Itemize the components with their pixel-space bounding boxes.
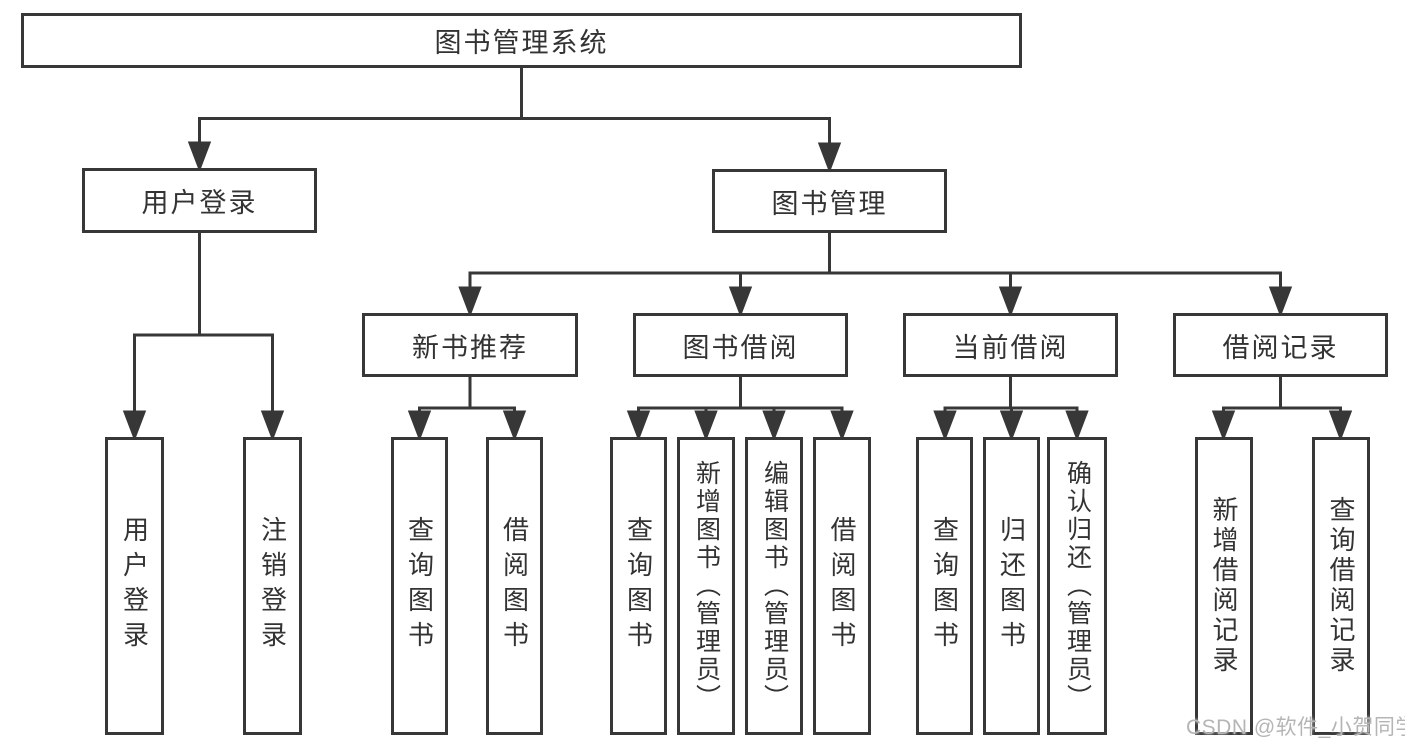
arrowhead bbox=[1211, 410, 1236, 442]
arrowhead-book-management bbox=[817, 142, 842, 174]
node-query-books-borrowing: 查询图书 bbox=[610, 437, 667, 735]
arrowhead bbox=[830, 410, 854, 442]
arrowhead bbox=[626, 410, 651, 442]
node-borrow-books-borrowing: 借阅图书 bbox=[813, 437, 871, 735]
arrowhead bbox=[122, 410, 147, 442]
node-library-management-system: 图书管理系统 bbox=[21, 13, 1022, 68]
node-add-borrow-record-label: 新增借阅记录 bbox=[1209, 496, 1239, 676]
node-query-books-recommend-label: 查询图书 bbox=[404, 516, 435, 656]
arrowhead bbox=[1328, 410, 1353, 442]
node-query-borrow-record-label: 查询借阅记录 bbox=[1326, 496, 1356, 676]
node-confirm-return-admin-label: 确认归还（管理员） bbox=[1063, 460, 1092, 712]
node-book-borrowing-label: 图书借阅 bbox=[682, 332, 799, 363]
node-return-books: 归还图书 bbox=[983, 437, 1040, 735]
connector-root-to-level2 bbox=[187, 68, 842, 174]
node-borrow-books-borrowing-label: 借阅图书 bbox=[827, 516, 857, 656]
arrowhead bbox=[458, 286, 482, 318]
node-library-management-system-label: 图书管理系统 bbox=[434, 28, 609, 58]
connector-borrowing-records-children bbox=[1211, 377, 1353, 442]
node-add-borrow-record: 新增借阅记录 bbox=[1195, 437, 1253, 735]
node-confirm-return-admin: 确认归还（管理员） bbox=[1047, 437, 1107, 735]
arrowhead-user-login bbox=[187, 141, 212, 173]
csdn-watermark: CSDN @软件_小贺同学 bbox=[1186, 716, 1405, 739]
node-query-books-recommend: 查询图书 bbox=[391, 437, 448, 735]
arrowhead bbox=[933, 410, 957, 442]
arrowhead bbox=[762, 410, 786, 442]
arrowhead bbox=[502, 410, 527, 442]
arrowhead bbox=[728, 286, 753, 318]
arrowhead bbox=[1065, 410, 1089, 442]
node-user-login-action: 用户登录 bbox=[105, 437, 164, 735]
node-book-management: 图书管理 bbox=[712, 169, 947, 233]
node-user-login: 用户登录 bbox=[82, 168, 317, 233]
arrowhead bbox=[407, 410, 432, 442]
node-query-books-borrowing-label: 查询图书 bbox=[623, 516, 654, 656]
node-logout-action: 注销登录 bbox=[243, 437, 302, 735]
node-edit-books-admin: 编辑图书（管理员） bbox=[745, 437, 803, 735]
node-return-books-label: 归还图书 bbox=[996, 516, 1027, 656]
node-borrow-books-recommend-label: 借阅图书 bbox=[499, 516, 530, 656]
node-add-books-admin-label: 新增图书（管理员） bbox=[692, 460, 721, 712]
node-query-books-current: 查询图书 bbox=[916, 437, 973, 735]
node-current-borrowing: 当前借阅 bbox=[903, 313, 1118, 377]
node-add-books-admin: 新增图书（管理员） bbox=[677, 437, 735, 735]
connector-user-login-children bbox=[122, 233, 285, 442]
connector-book-borrowing-children bbox=[626, 377, 854, 442]
node-logout-action-label: 注销登录 bbox=[257, 516, 288, 656]
node-query-books-current-label: 查询图书 bbox=[929, 516, 960, 656]
connector-book-management-children bbox=[458, 233, 1293, 318]
node-borrow-books-recommend: 借阅图书 bbox=[486, 437, 543, 735]
node-new-book-recommendation-label: 新书推荐 bbox=[412, 332, 528, 363]
node-new-book-recommendation: 新书推荐 bbox=[362, 313, 578, 377]
connector-new-book-recommendation-children bbox=[407, 377, 527, 442]
arrowhead bbox=[260, 410, 285, 442]
node-borrowing-records: 借阅记录 bbox=[1173, 313, 1388, 377]
arrowhead bbox=[999, 410, 1024, 442]
node-edit-books-admin-label: 编辑图书（管理员） bbox=[760, 460, 789, 712]
node-current-borrowing-label: 当前借阅 bbox=[952, 332, 1069, 363]
node-book-borrowing: 图书借阅 bbox=[633, 313, 848, 377]
connector-current-borrowing-children bbox=[933, 377, 1089, 442]
node-user-login-action-label: 用户登录 bbox=[119, 516, 150, 656]
arrowhead bbox=[1268, 286, 1293, 318]
node-user-login-label: 用户登录 bbox=[141, 188, 258, 218]
node-book-management-label: 图书管理 bbox=[771, 188, 888, 219]
node-query-borrow-record: 查询借阅记录 bbox=[1312, 437, 1370, 735]
arrowhead bbox=[694, 410, 718, 442]
node-borrowing-records-label: 借阅记录 bbox=[1222, 332, 1339, 363]
arrowhead bbox=[998, 286, 1023, 318]
